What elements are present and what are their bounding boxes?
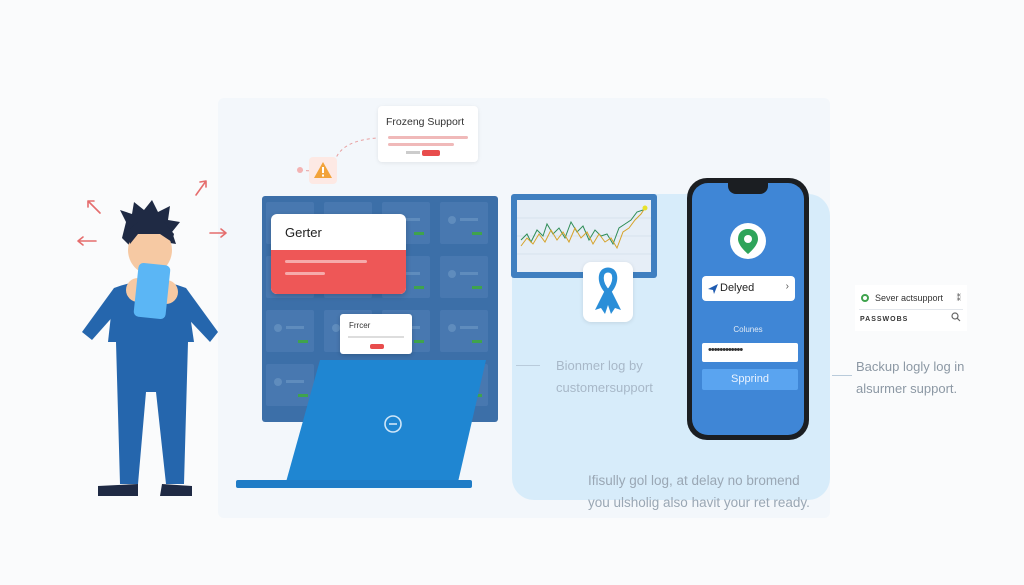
laptop-base bbox=[236, 480, 472, 488]
phone-screen: Delyed › Colunes •••••••••••• Spprind bbox=[692, 183, 804, 435]
search-icon[interactable] bbox=[951, 312, 961, 325]
right-caption-line: Backup logly log in bbox=[856, 359, 965, 374]
callout-title: Frozeng Support bbox=[386, 116, 465, 128]
callout-badge bbox=[422, 150, 440, 156]
right-caption-line: alsurmer support. bbox=[856, 381, 958, 396]
callout-line bbox=[406, 151, 420, 154]
middle-caption-line: Bionmer log by bbox=[556, 358, 643, 373]
alert-card-title: Gerter bbox=[285, 225, 322, 240]
callout-line bbox=[388, 136, 468, 139]
phone-notch bbox=[728, 183, 768, 194]
status-label: Delyed bbox=[720, 282, 755, 294]
login-card: Sever actsupport ⁑ PASSWOBS bbox=[855, 285, 967, 331]
column-label: Colunes bbox=[733, 325, 763, 334]
grid-tile bbox=[440, 256, 488, 298]
location-pin-icon bbox=[730, 223, 766, 259]
line-graph bbox=[517, 205, 651, 255]
error-card-title: Frrcer bbox=[349, 321, 371, 330]
right-caption: Backup logly log in alsurmer support. bbox=[856, 356, 964, 400]
error-card-badge bbox=[370, 344, 384, 349]
password-field[interactable]: •••••••••••• bbox=[702, 343, 798, 362]
alert-card-body bbox=[271, 250, 406, 294]
support-callout-card: Frozeng Support bbox=[378, 106, 478, 162]
grid-tile bbox=[440, 310, 488, 352]
status-select[interactable]: Delyed › bbox=[702, 276, 795, 301]
middle-caption: Bionmer log by customersupport bbox=[556, 355, 653, 399]
middle-caption-line: customersupport bbox=[556, 380, 653, 395]
grid-tile bbox=[266, 310, 314, 352]
submit-button[interactable]: Spprind bbox=[702, 369, 798, 390]
bottom-caption-line: you ulsholig also havit your ret ready. bbox=[588, 495, 810, 510]
connector-line bbox=[516, 365, 540, 366]
alert-card: Gerter bbox=[271, 214, 406, 294]
connector-line bbox=[832, 375, 852, 376]
awareness-ribbon-card bbox=[583, 262, 633, 322]
menu-icon[interactable]: ⁑ bbox=[956, 293, 962, 303]
error-card-line bbox=[348, 336, 404, 338]
callout-line bbox=[388, 143, 454, 146]
stress-arrows bbox=[77, 180, 227, 246]
error-card: Frrcer bbox=[340, 314, 412, 354]
warning-icon bbox=[309, 157, 337, 184]
status-dot bbox=[861, 294, 869, 302]
send-icon bbox=[708, 284, 718, 294]
stressed-person bbox=[82, 200, 218, 496]
monitor-screen bbox=[517, 200, 651, 272]
bottom-caption: Ifisully gol log, at delay no bromend yo… bbox=[588, 470, 810, 514]
monitor-chart bbox=[511, 194, 657, 278]
laptop bbox=[286, 360, 486, 482]
password-label: PASSWOBS bbox=[860, 316, 909, 323]
bottom-caption-line: Ifisully gol log, at delay no bromend bbox=[588, 473, 800, 488]
login-card-title: Sever actsupport bbox=[875, 293, 944, 303]
password-value: •••••••••••• bbox=[708, 344, 743, 356]
grid-tile bbox=[266, 364, 314, 406]
chevron-right-icon: › bbox=[785, 281, 789, 292]
awareness-ribbon-icon bbox=[595, 267, 621, 314]
divider bbox=[859, 309, 963, 310]
smartphone: Delyed › Colunes •••••••••••• Spprind bbox=[687, 178, 809, 440]
grid-tile bbox=[440, 202, 488, 244]
